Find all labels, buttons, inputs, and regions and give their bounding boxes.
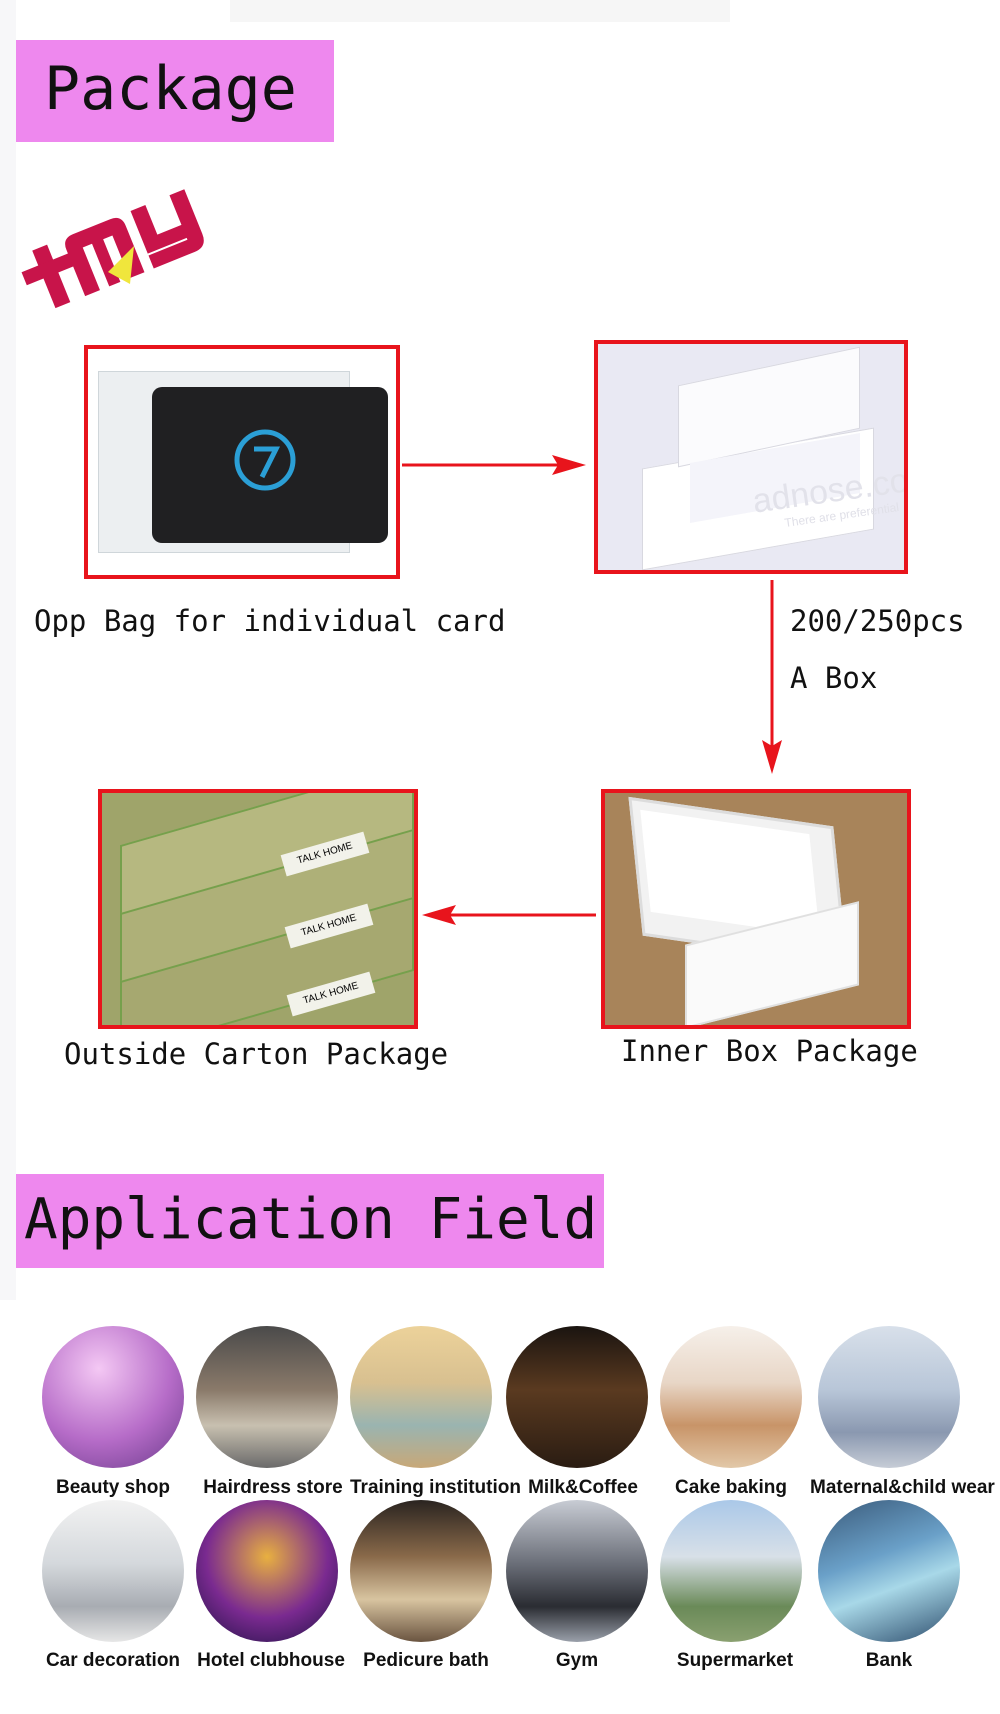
- application-label: Supermarket: [676, 1650, 794, 1671]
- application-label: Bank: [865, 1650, 913, 1671]
- application-label: Maternal&child wear: [810, 1477, 995, 1498]
- caption-inner: Inner Box Package: [621, 1034, 918, 1068]
- brand-logo: [8, 150, 218, 340]
- application-label: Hotel clubhouse: [197, 1650, 345, 1671]
- pedicure-bath-image: [350, 1500, 492, 1642]
- application-title: Application Field: [24, 1187, 598, 1252]
- arrow-right-icon: [402, 455, 586, 475]
- application-label: Hairdress store: [203, 1477, 343, 1498]
- white-box-photo: adnose.com There are preferential: [594, 340, 908, 574]
- gym-image: [506, 1500, 648, 1642]
- application-label: Cake baking: [675, 1477, 787, 1498]
- application-label: Pedicure bath: [363, 1650, 489, 1671]
- opp-bag-photo: [84, 345, 400, 579]
- hairdress-store-image: [196, 1326, 338, 1468]
- beauty-shop-image: [42, 1326, 184, 1468]
- package-header: Package: [10, 40, 334, 142]
- maternal-child-wear-image: [818, 1326, 960, 1468]
- bank-image: [818, 1500, 960, 1642]
- card-logo-icon: [234, 429, 296, 491]
- inner-box-photo: [601, 789, 911, 1029]
- top-strip: [230, 0, 730, 22]
- supermarket-image: [660, 1500, 802, 1642]
- caption-outside: Outside Carton Package: [64, 1037, 449, 1071]
- application-label: Milk&Coffee: [528, 1477, 638, 1498]
- black-card: [152, 387, 388, 543]
- outside-carton-photo: TALK HOME TALK HOME TALK HOME: [98, 789, 418, 1029]
- application-header: Application Field: [10, 1174, 604, 1268]
- training-institution-image: [350, 1326, 492, 1468]
- arrow-left-icon: [422, 905, 596, 925]
- caption-opp-bag: Opp Bag for individual card: [34, 604, 506, 638]
- milk-coffee-image: [506, 1326, 648, 1468]
- hotel-clubhouse-image: [196, 1500, 338, 1642]
- arrow-down-icon: [762, 580, 782, 774]
- application-label: Training institution: [350, 1477, 521, 1498]
- caption-box-unit: A Box: [790, 661, 878, 695]
- package-title: Package: [44, 54, 297, 124]
- car-decoration-image: [42, 1500, 184, 1642]
- application-label: Beauty shop: [55, 1477, 171, 1498]
- cake-baking-image: [660, 1326, 802, 1468]
- caption-box-qty: 200/250pcs: [790, 604, 965, 638]
- left-band: [0, 0, 16, 1300]
- application-label: Gym: [555, 1650, 599, 1671]
- application-label: Car decoration: [45, 1650, 181, 1671]
